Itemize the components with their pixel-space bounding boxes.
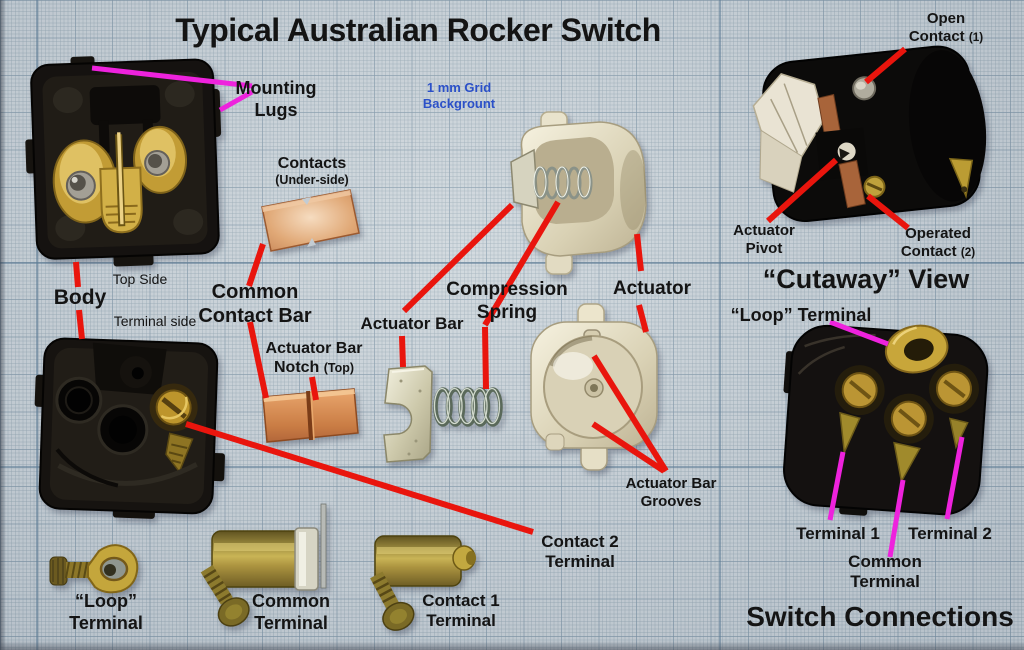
body-label: Body xyxy=(53,286,107,309)
paper-major-line-vertical-right xyxy=(719,0,721,650)
loop-terminal-right-label: “Loop” Terminal xyxy=(730,305,872,325)
open-contact-line2: Contact (1) xyxy=(909,28,983,46)
operated-contact-number: (2) xyxy=(960,246,976,259)
terminal-side-label: Terminal side xyxy=(113,313,197,329)
contacts-line2: (Under-side) xyxy=(275,173,349,188)
operated-contact-strip xyxy=(838,159,866,209)
open-contact-word: Contact xyxy=(908,28,965,45)
common-terminal-right-label: Common Terminal xyxy=(848,552,922,593)
loop-terminal-lower-label: “Loop” Terminal xyxy=(69,591,143,634)
actuator-bar-label: Actuator Bar xyxy=(360,314,464,333)
actuator-label: Actuator xyxy=(612,278,692,299)
loop-terminal-lower-line2: Terminal xyxy=(69,612,143,633)
terminal-2-label: Terminal 2 xyxy=(908,524,992,543)
common-terminal-right-line2: Terminal xyxy=(850,572,920,592)
mounting-lugs-line1: Mounting xyxy=(235,78,317,98)
actuator-pivot-label: Actuator Pivot xyxy=(733,222,795,258)
top-side-label: Top Side xyxy=(112,271,168,287)
common-terminal-lower-label: Common Terminal xyxy=(252,591,330,634)
operated-contact-line2: Contact (2) xyxy=(901,243,975,261)
actuator-top-photo xyxy=(510,111,647,275)
compression-spring-label: Compression Spring xyxy=(446,279,567,325)
contact-1-terminal-photo xyxy=(370,535,476,631)
common-terminal-photo xyxy=(200,503,327,627)
compression-spring-line1: Compression xyxy=(446,279,568,300)
contacts-line1: Contacts xyxy=(277,155,347,172)
actuator-bar-notch-label: Actuator Bar Notch (Top) xyxy=(266,339,363,377)
paper-left-edge-shadow xyxy=(0,0,6,650)
cutaway-view-photo xyxy=(752,45,987,223)
actuator-bar-grooves-line2: Grooves xyxy=(640,493,702,510)
actuator-bar-notch-word: Notch xyxy=(273,359,320,377)
mounting-lugs-label: Mounting Lugs xyxy=(236,78,317,121)
actuator-pivot-line1: Actuator xyxy=(733,222,795,239)
actuator-bar-grooves-line1: Actuator Bar xyxy=(625,475,717,492)
paper-major-line-vertical-left xyxy=(36,0,38,650)
switch-connections-label: Switch Connections xyxy=(746,601,1014,632)
operated-contact-word: Contact xyxy=(900,243,957,260)
loop-terminal-lower-line1: “Loop” xyxy=(75,591,137,611)
cutaway-view-label: “Cutaway” View xyxy=(762,264,970,294)
contact-1-terminal-line2: Terminal xyxy=(426,611,496,631)
terminal-pin xyxy=(320,503,327,589)
contact-1-terminal-line1: Contact 1 xyxy=(422,591,500,610)
open-contact-line1: Open xyxy=(926,10,966,27)
switch-body-terminal-photo xyxy=(34,337,225,519)
paper-bottom-edge-shadow xyxy=(0,641,1024,650)
actuator-bar-grooves-label: Actuator Bar Grooves xyxy=(626,475,717,511)
common-terminal-right-line1: Common xyxy=(848,552,922,571)
compression-spring-photo xyxy=(433,387,503,427)
grid-note-label: 1 mm Grid Backgrount xyxy=(423,80,495,111)
terminal-1-label: Terminal 1 xyxy=(796,524,880,543)
common-contact-bar-photo xyxy=(262,388,359,443)
contact-2-terminal-line1: Contact 2 xyxy=(541,532,619,551)
compression-spring-line2: Spring xyxy=(476,301,538,323)
contacts-label: Contacts (Under-side) xyxy=(275,154,348,188)
actuator-bar-notch-top-suffix: (Top) xyxy=(323,361,354,376)
operated-contact-label: Operated Contact (2) xyxy=(901,225,975,261)
common-contact-bar-label: Common Contact Bar xyxy=(198,280,311,328)
contacts-underside-photo xyxy=(261,189,360,252)
common-terminal-lower-line2: Terminal xyxy=(254,612,328,633)
operated-contact-line1: Operated xyxy=(905,225,971,242)
common-terminal-lower-line1: Common xyxy=(252,591,330,611)
common-contact-bar-line2: Contact Bar xyxy=(198,305,312,327)
open-contact-number: (1) xyxy=(968,31,984,44)
common-contact-bar-line1: Common xyxy=(211,281,299,303)
switch-body-top-photo xyxy=(25,56,222,267)
actuator-center-hole xyxy=(590,384,598,392)
contact-1-terminal-label: Contact 1 Terminal xyxy=(422,591,499,632)
grid-note-line1: 1 mm Grid xyxy=(426,80,492,95)
grid-note-line2: Backgrount xyxy=(422,95,496,111)
actuator-bar-notch-line1: Actuator Bar xyxy=(265,340,363,357)
actuator-bottom-photo xyxy=(530,303,658,471)
switch-connections-photo xyxy=(783,324,989,516)
loop-terminal-photo xyxy=(49,544,139,594)
contact-2-terminal-line2: Terminal xyxy=(545,552,615,572)
actuator-pivot-line2: Pivot xyxy=(745,240,783,257)
page-title: Typical Australian Rocker Switch xyxy=(175,12,661,48)
actuator-bar-notch-line2: Notch (Top) xyxy=(266,358,363,377)
contact-2-terminal-label: Contact 2 Terminal xyxy=(541,532,618,573)
open-contact-label: Open Contact (1) xyxy=(909,10,983,46)
mounting-lugs-line2: Lugs xyxy=(254,99,298,120)
